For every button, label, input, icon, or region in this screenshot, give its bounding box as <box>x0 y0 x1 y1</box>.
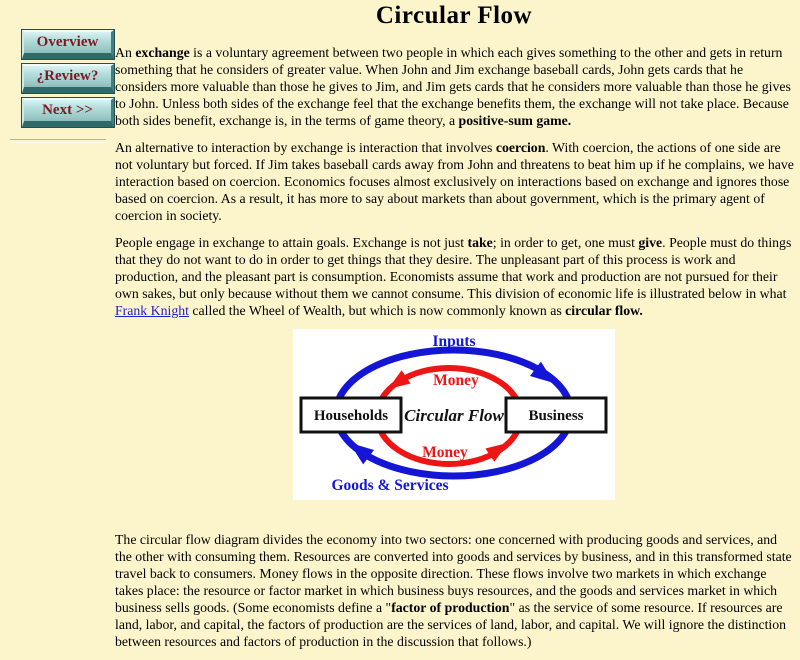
business-label: Business <box>528 408 583 424</box>
center-label: Circular Flow <box>404 406 504 425</box>
money-bottom-label: Money <box>422 444 468 461</box>
households-box <box>299 396 403 434</box>
paragraph-goals: People engage in exchange to attain goal… <box>115 235 792 318</box>
paragraph-coercion: An alternative to interaction by exchang… <box>115 140 794 223</box>
red-arrow-bottom-right-icon <box>485 442 509 462</box>
review-button[interactable]: ¿Review? <box>21 63 115 94</box>
overview-button[interactable]: Overview <box>21 29 115 60</box>
paragraph-exchange: An exchange is a voluntary agreement bet… <box>115 45 791 128</box>
blue-arrow-bottom-left-icon <box>349 442 374 465</box>
red-arrow-top-left-icon <box>387 370 411 390</box>
circular-flow-svg: Households Business Inputs Money Circula… <box>293 329 615 500</box>
next-button[interactable]: Next >> <box>21 97 115 128</box>
money-top-label: Money <box>433 372 479 389</box>
paragraph-two-sectors: The circular flow diagram divides the ec… <box>115 532 792 649</box>
circular-flow-diagram: Households Business Inputs Money Circula… <box>293 329 615 500</box>
page-title: Circular Flow <box>375 2 533 29</box>
nav-divider <box>10 139 106 143</box>
business-box <box>504 396 608 434</box>
inputs-label: Inputs <box>432 333 475 350</box>
blue-arrow-top-right-icon <box>530 361 555 384</box>
frank-knight-link[interactable]: Frank Knight <box>115 303 189 318</box>
households-label: Households <box>314 408 388 424</box>
goods-services-label: Goods & Services <box>331 477 448 494</box>
left-nav: Overview ¿Review? Next >> <box>10 29 115 143</box>
main-content: Circular Flow An exchange is a voluntary… <box>112 0 796 660</box>
